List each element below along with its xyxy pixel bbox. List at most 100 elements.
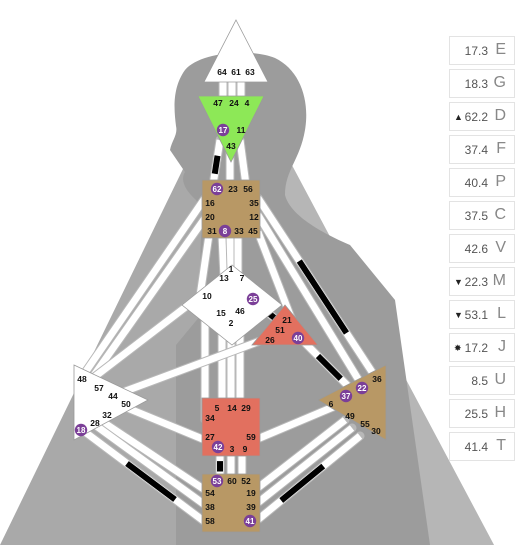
gate-29: 29 bbox=[241, 403, 251, 413]
gate-18: 18 bbox=[77, 426, 86, 435]
channel-6-59 bbox=[253, 401, 340, 444]
center-g-shape bbox=[181, 264, 283, 346]
gate-10: 10 bbox=[202, 291, 212, 301]
channel-49-19 bbox=[252, 417, 348, 493]
gate-33: 33 bbox=[234, 226, 244, 236]
gate-37: 37 bbox=[342, 392, 351, 401]
gate-13: 13 bbox=[219, 273, 229, 283]
gate-27: 27 bbox=[205, 432, 215, 442]
gate-49: 49 bbox=[345, 411, 355, 421]
gate-24: 24 bbox=[229, 98, 239, 108]
gate-19: 19 bbox=[246, 488, 256, 498]
gate-11: 11 bbox=[237, 125, 246, 135]
gate-58: 58 bbox=[205, 516, 215, 526]
channel-20-57 bbox=[82, 215, 208, 391]
gate-28: 28 bbox=[90, 418, 100, 428]
channel-32-54 bbox=[98, 417, 207, 493]
gate-16: 16 bbox=[205, 198, 215, 208]
gate-57: 57 bbox=[94, 383, 104, 393]
gate-41: 41 bbox=[246, 517, 255, 526]
gate-38: 38 bbox=[205, 502, 215, 512]
channel-40-37-activation bbox=[315, 353, 343, 381]
channel-45-21 bbox=[254, 230, 296, 322]
gate-17: 17 bbox=[219, 126, 228, 135]
gate-1: 1 bbox=[229, 264, 234, 274]
gate-25-marker bbox=[246, 292, 260, 306]
gate-43: 43 bbox=[226, 141, 236, 151]
gate-53-marker bbox=[210, 474, 224, 488]
planet-glyph-icon: G bbox=[493, 74, 506, 91]
center-spleen-shape bbox=[73, 364, 149, 441]
channel-31-7 bbox=[218, 235, 228, 279]
gate-55: 55 bbox=[360, 419, 370, 429]
gate-21: 21 bbox=[282, 315, 292, 325]
planet-value: 25.5 bbox=[464, 407, 488, 421]
channel-12-22 bbox=[255, 213, 369, 394]
planet-mark-icon: ▲ bbox=[454, 112, 463, 122]
planet-glyph-icon: U bbox=[494, 371, 506, 388]
gate-30: 30 bbox=[371, 426, 381, 436]
gate-17-marker bbox=[216, 123, 230, 137]
center-ajna-shape bbox=[197, 95, 265, 163]
gate-37-marker bbox=[339, 389, 353, 403]
gate-45: 45 bbox=[248, 226, 258, 236]
gate-46: 46 bbox=[235, 306, 245, 316]
gate-62-marker bbox=[210, 182, 224, 196]
planet-mark-icon: ▼ bbox=[454, 310, 463, 320]
gate-42: 42 bbox=[214, 443, 223, 452]
gate-8: 8 bbox=[223, 227, 228, 236]
channel-50-27 bbox=[118, 401, 207, 444]
gate-7: 7 bbox=[240, 273, 245, 283]
gate-22: 22 bbox=[358, 384, 367, 393]
gate-47: 47 bbox=[213, 98, 223, 108]
channel-18-58-activation bbox=[125, 461, 177, 502]
gate-40-marker bbox=[291, 331, 305, 345]
planet-glyph-icon: C bbox=[494, 206, 506, 223]
gate-35: 35 bbox=[249, 198, 259, 208]
gate-56: 56 bbox=[243, 184, 253, 194]
gate-8-marker bbox=[218, 224, 232, 238]
gate-48: 48 bbox=[77, 374, 87, 384]
channel-10-57 bbox=[77, 293, 203, 391]
center-solar-plexus-shape bbox=[317, 364, 387, 441]
center-head-shape bbox=[203, 19, 269, 83]
planet-value: 40.4 bbox=[464, 176, 488, 190]
gate-15: 15 bbox=[216, 308, 226, 318]
gate-4: 4 bbox=[245, 98, 250, 108]
gate-39: 39 bbox=[246, 502, 256, 512]
planet-glyph-icon: E bbox=[495, 41, 506, 58]
planet-value: 37.4 bbox=[464, 143, 488, 157]
planet-value: 37.5 bbox=[464, 209, 488, 223]
planet-glyph-icon: V bbox=[495, 239, 506, 256]
channel-55-39 bbox=[252, 425, 355, 508]
planet-glyph-icon: D bbox=[494, 107, 506, 124]
planet-row: ▲62.2 D bbox=[449, 102, 515, 131]
channel-26-44 bbox=[113, 334, 270, 399]
planet-glyph-icon: J bbox=[498, 338, 506, 355]
gate-61: 61 bbox=[231, 67, 241, 77]
gate-31: 31 bbox=[207, 226, 217, 236]
planet-glyph-icon: T bbox=[496, 437, 506, 454]
gate-62: 62 bbox=[213, 185, 222, 194]
gate-44: 44 bbox=[108, 391, 118, 401]
gate-14: 14 bbox=[227, 403, 237, 413]
channel-17-62-activation bbox=[211, 155, 221, 175]
gate-20: 20 bbox=[205, 212, 215, 222]
gate-18-marker bbox=[74, 423, 88, 437]
planet-value: 62.2 bbox=[464, 110, 488, 124]
channel-16-48 bbox=[77, 196, 208, 382]
